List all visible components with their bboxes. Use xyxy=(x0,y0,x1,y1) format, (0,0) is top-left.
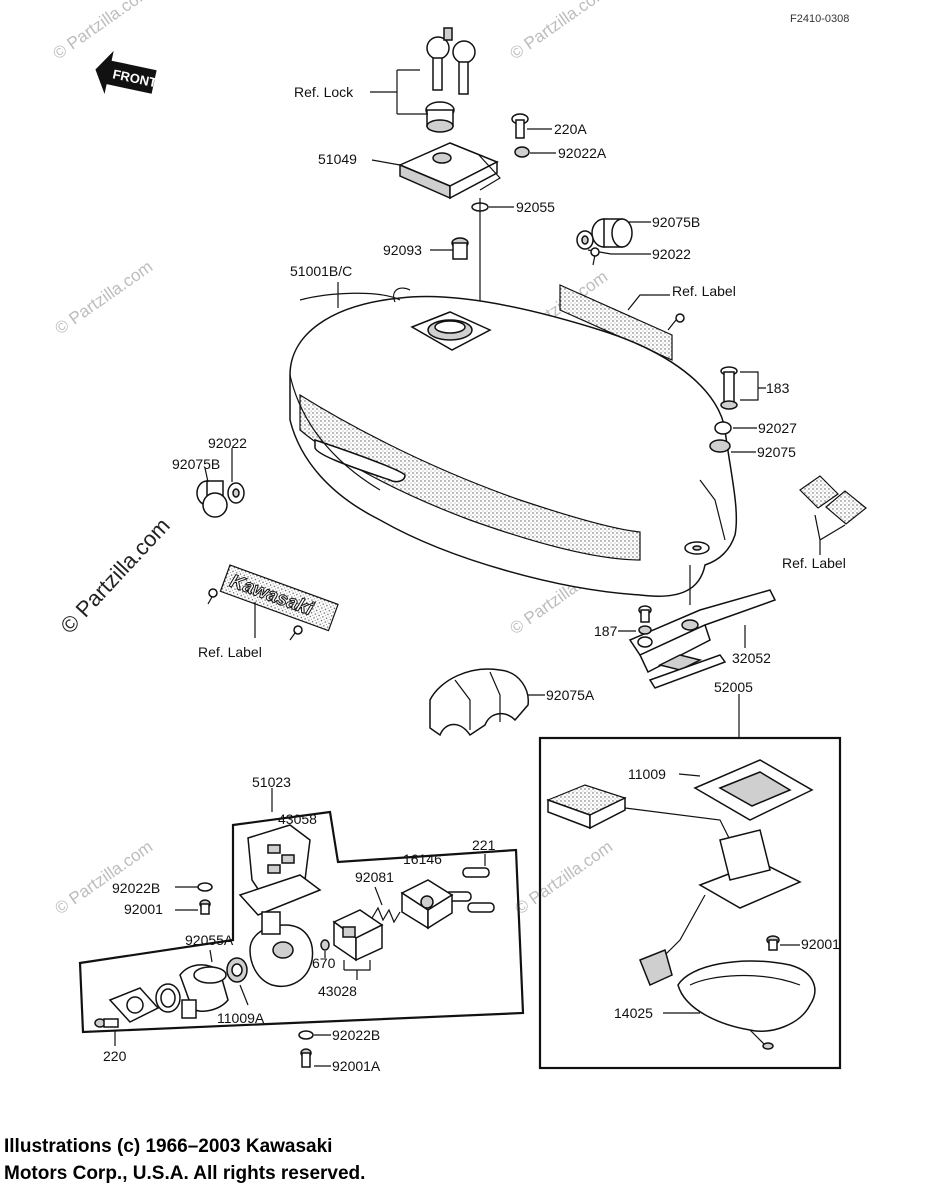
o-ring-670 xyxy=(320,939,330,951)
label-11009A: 11009A xyxy=(217,1010,265,1026)
gasket-11009 xyxy=(693,759,814,821)
kawasaki-badge: Kawasaki xyxy=(207,564,339,641)
label-92022A: 92022A xyxy=(558,145,607,161)
copyright-line-1: Illustrations (c) 1966–2003 Kawasaki xyxy=(4,1136,333,1157)
washer-92022B-upper xyxy=(197,882,213,892)
label-183: 183 xyxy=(766,380,790,396)
watermark: © Partzilla.com xyxy=(506,0,611,63)
fuel-sender-unit xyxy=(546,784,802,987)
diagram-code: F2410-0308 xyxy=(790,13,849,25)
label-92093: 92093 xyxy=(383,242,422,258)
label-187: 187 xyxy=(594,623,618,639)
screw-92001-right xyxy=(766,935,780,951)
label-51001BC: 51001B/C xyxy=(290,263,352,279)
label-ref-label-left: Ref. Label xyxy=(198,644,262,660)
bracket-32052 xyxy=(628,565,777,689)
screw-92001-left xyxy=(199,899,211,915)
label-92022B-upper: 92022B xyxy=(112,880,160,896)
screw-92001A xyxy=(300,1048,312,1068)
spring-92081 xyxy=(371,906,401,924)
damper-92075A xyxy=(429,668,529,737)
fuel-tank-51001 xyxy=(289,287,738,597)
fuel-cock-valve xyxy=(238,824,322,987)
lock-cylinder xyxy=(425,101,455,133)
copyright-notice: Illustrations (c) 1966–2003 Kawasaki Mot… xyxy=(4,1133,365,1187)
label-32052: 32052 xyxy=(732,650,771,666)
label-220A: 220A xyxy=(554,121,587,137)
copyright-line-2: Motors Corp., U.S.A. All rights reserved… xyxy=(4,1163,366,1184)
label-51049: 51049 xyxy=(318,151,357,167)
label-92055: 92055 xyxy=(516,199,555,215)
label-52005: 52005 xyxy=(714,679,753,695)
label-92022B-lower: 92022B xyxy=(332,1027,380,1043)
front-arrow-icon: FRONT xyxy=(95,50,158,94)
label-92001-left: 92001 xyxy=(124,901,163,917)
screw-220A xyxy=(511,113,530,158)
label-92075A: 92075A xyxy=(546,687,595,703)
o-ring-pair xyxy=(155,983,181,1013)
watermark-large: © Partzilla.com xyxy=(55,513,174,638)
watermark: © Partzilla.com xyxy=(51,257,156,338)
label-92001A: 92001A xyxy=(332,1058,381,1074)
watermark: © Partzilla.com xyxy=(49,0,154,63)
damper-92075B-top xyxy=(576,218,633,250)
bolt-187 xyxy=(637,605,653,648)
cover-16146 xyxy=(400,879,454,930)
diaphragm-43028 xyxy=(332,909,384,962)
label-220: 220 xyxy=(103,1048,127,1064)
label-11009: 11009 xyxy=(628,766,666,782)
label-92075B-left: 92075B xyxy=(172,456,220,472)
fuel-cock-group-box xyxy=(78,810,525,1034)
washer-92022B-lower xyxy=(298,1030,314,1040)
tank-cap-51049 xyxy=(398,142,501,200)
label-92075B-top: 92075B xyxy=(652,214,700,230)
grommet-92093 xyxy=(451,237,469,260)
label-ref-label-top: Ref. Label xyxy=(672,283,736,299)
ref-label-decals-right xyxy=(799,475,867,555)
label-92055A: 92055A xyxy=(185,932,234,948)
filter-11009A xyxy=(226,957,248,983)
label-92081: 92081 xyxy=(355,869,394,885)
plate-220 xyxy=(94,987,160,1028)
label-92001-right: 92001 xyxy=(801,936,840,952)
label-221: 221 xyxy=(472,837,496,853)
keys-icon xyxy=(426,27,476,95)
damper-92075B-left xyxy=(196,480,245,518)
strainer-92055A xyxy=(179,964,229,1019)
label-ref-label-right: Ref. Label xyxy=(782,555,846,571)
label-43028: 43028 xyxy=(318,983,357,999)
label-16146: 16146 xyxy=(403,851,442,867)
label-14025: 14025 xyxy=(614,1005,653,1021)
bolt-183 xyxy=(709,366,738,453)
watermark: © Partzilla.com xyxy=(511,837,616,918)
ref-label-strip xyxy=(559,247,685,361)
label-92027: 92027 xyxy=(758,420,797,436)
label-670: 670 xyxy=(312,955,336,971)
label-92022-top: 92022 xyxy=(652,246,691,262)
label-92075: 92075 xyxy=(757,444,796,460)
label-92022-left: 92022 xyxy=(208,435,247,451)
label-43058: 43058 xyxy=(278,811,317,827)
label-ref-lock: Ref. Lock xyxy=(294,84,354,100)
label-51023: 51023 xyxy=(252,774,291,790)
sender-cover-14025 xyxy=(677,960,816,1050)
fuel-gauge-group-box xyxy=(538,736,842,1070)
